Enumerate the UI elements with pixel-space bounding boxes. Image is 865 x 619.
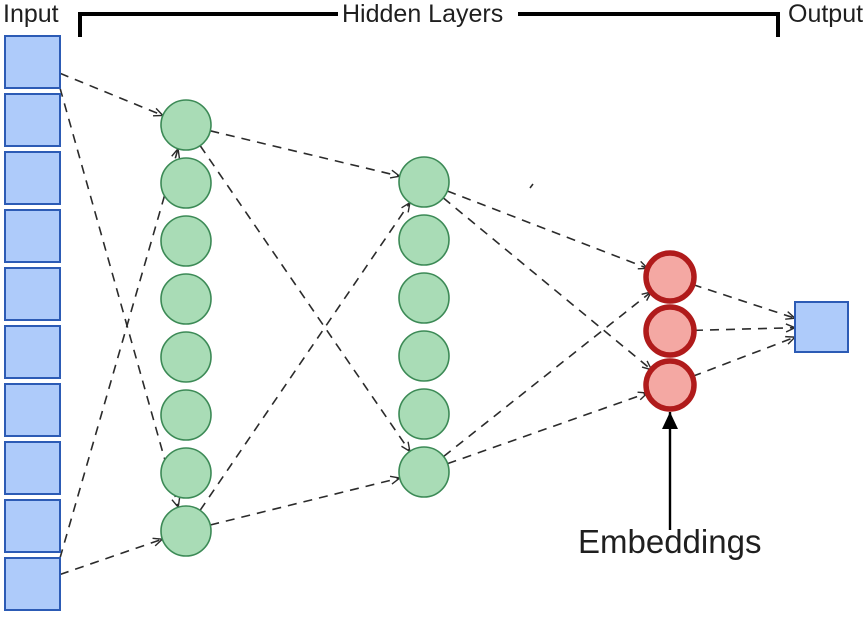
output-layer-label: Output (788, 0, 864, 28)
input-layer-node-3 (4, 209, 61, 263)
input-layer-node-9 (4, 557, 61, 611)
connection-line-5 (199, 145, 411, 453)
hidden-layer-1-node-0 (160, 99, 212, 151)
connection-line-11 (447, 391, 649, 465)
hidden-layer-1-node-4 (160, 331, 212, 383)
connection-line-9 (442, 197, 653, 371)
connection-line-14 (692, 335, 797, 378)
connection-line-13 (693, 323, 797, 333)
input-layer-label: Input (3, 0, 59, 28)
hidden-layer-2-node-4 (398, 388, 450, 440)
hidden-layer-1-node-2 (160, 215, 212, 267)
connection-line-8 (447, 190, 650, 270)
input-layer-node-6 (4, 383, 61, 437)
input-layer-node-0 (4, 35, 61, 89)
hidden-layer-1 (160, 99, 212, 557)
hidden-layers-label: Hidden Layers (342, 0, 504, 28)
connection-line-0 (59, 72, 165, 117)
connection-line-10 (443, 290, 653, 458)
input-layer-node-4 (4, 267, 61, 321)
input-layer-node-5 (4, 325, 61, 379)
output-layer (794, 301, 849, 353)
embeddings-layer-node-1 (643, 304, 697, 358)
embeddings-layer-node-2 (643, 358, 697, 412)
output-layer-node-0 (794, 301, 849, 353)
bracket-left-stub (78, 12, 338, 37)
hidden-layer-1-node-1 (160, 157, 212, 209)
input-layer-node-2 (4, 151, 61, 205)
stray-tick-mark (529, 183, 534, 189)
connection-line-6 (199, 201, 411, 511)
connection-line-7 (210, 475, 402, 526)
embeddings-layer (643, 250, 697, 412)
connection-line-12 (692, 283, 797, 320)
embeddings-label: Embeddings (578, 523, 762, 560)
hidden-layer-1-node-5 (160, 389, 212, 441)
connection-line-4 (210, 130, 402, 179)
embeddings-layer-node-0 (643, 250, 697, 304)
hidden-layer-2-node-2 (398, 272, 450, 324)
hidden-layer-1-node-3 (160, 273, 212, 325)
input-layer-node-1 (4, 93, 61, 147)
connection-line-3 (59, 537, 164, 576)
hidden-layer-2-node-3 (398, 330, 450, 382)
hidden-layer-1-node-6 (160, 447, 212, 499)
hidden-layer-2 (398, 156, 450, 498)
hidden-layer-2-node-5 (398, 446, 450, 498)
stray-mark (529, 183, 534, 189)
hidden-layer-2-node-1 (398, 214, 450, 266)
input-layer-node-8 (4, 499, 61, 553)
input-layer-node-7 (4, 441, 61, 495)
connection-line-1 (59, 87, 181, 509)
hidden-layers-bracket (78, 12, 780, 37)
connection-line-2 (59, 147, 181, 559)
hidden-layer-1-node-7 (160, 505, 212, 557)
hidden-layer-2-node-0 (398, 156, 450, 208)
input-layer (4, 35, 61, 611)
connection-lines (59, 72, 797, 576)
bracket-right-span (518, 12, 780, 37)
